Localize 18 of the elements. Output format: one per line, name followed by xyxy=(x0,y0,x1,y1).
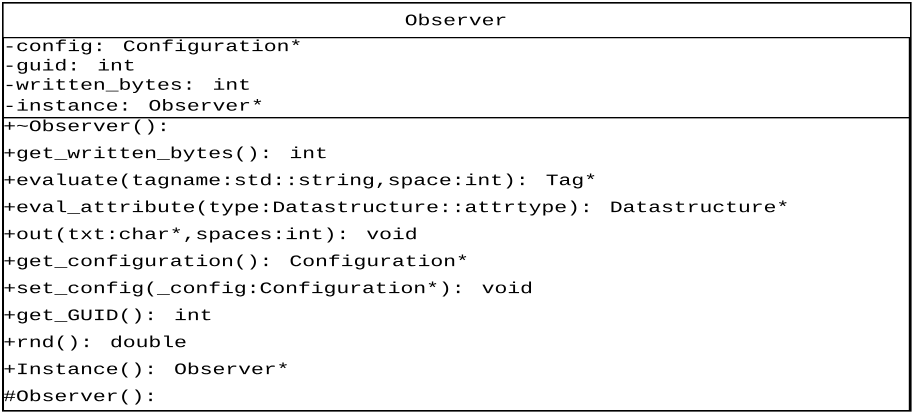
member-text: -instance: Observer* xyxy=(6,99,262,111)
member-text: +Instance(): Observer* xyxy=(4,362,287,378)
member-text: +get_GUID(): int xyxy=(4,308,210,324)
member-text: -guid: int xyxy=(6,58,134,74)
member-text: +evaluate(tagname:std::string,space:int): Tag* xyxy=(4,174,594,188)
member-text: -written_bytes: int xyxy=(6,78,249,94)
member-text: +rnd(): double xyxy=(4,336,186,350)
member-text: +eval_attribute(type:Datastructure::attrtype): Datastructure* xyxy=(4,200,787,216)
member-text: -config: Configuration* xyxy=(6,40,300,54)
member-text: +out(txt:char*,spaces:int): void xyxy=(4,228,416,242)
member-text: +set_config(_config:Configuration*): void xyxy=(4,282,532,296)
member-text: +~Observer(): xyxy=(4,120,165,134)
member-text: #Observer(): xyxy=(4,390,152,404)
class-name: Observer xyxy=(406,14,506,26)
compartment xyxy=(2,117,910,412)
member-text: +get_configuration(): Configuration* xyxy=(4,254,466,270)
member-text: +get_written_bytes(): int xyxy=(4,146,326,162)
compartment xyxy=(2,37,910,118)
